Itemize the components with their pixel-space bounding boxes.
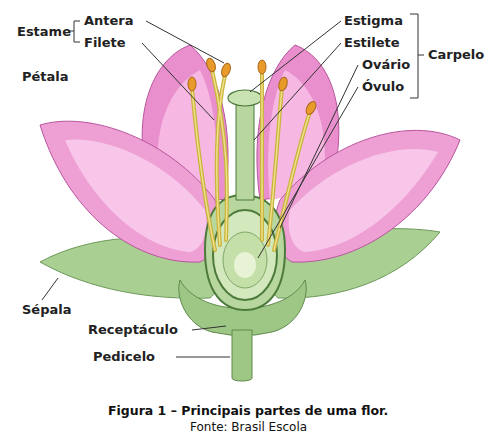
part-label: Ovário	[362, 57, 410, 72]
part-label: Antera	[84, 13, 134, 28]
part-label: Pétala	[22, 69, 69, 84]
part-label: Pedicelo	[93, 349, 155, 364]
source-note: Fonte: Brasil Escola	[190, 420, 307, 434]
figure-caption: Figura 1 – Principais partes de uma flor…	[108, 403, 388, 418]
group-label: Carpelo	[428, 47, 484, 62]
part-label: Receptáculo	[88, 322, 178, 337]
part-label: Óvulo	[362, 79, 404, 94]
part-label: Estame	[17, 24, 71, 39]
part-label: Filete	[84, 35, 126, 50]
part-label: Estilete	[344, 35, 400, 50]
part-label: Estigma	[344, 13, 403, 28]
part-label: Sépala	[22, 302, 72, 317]
